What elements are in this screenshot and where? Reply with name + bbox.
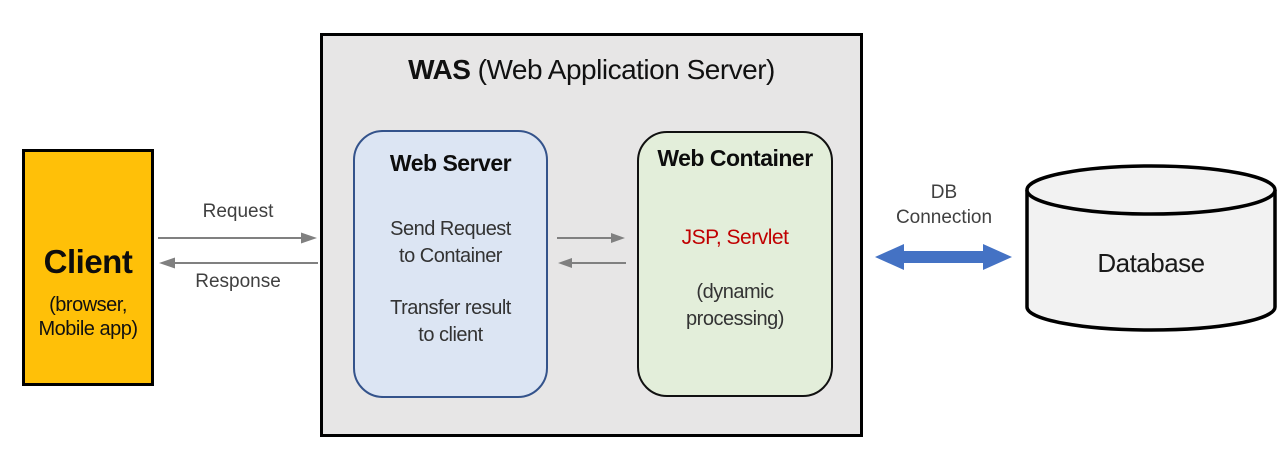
request-label: Request: [202, 201, 274, 222]
database-cylinder-icon: [1025, 164, 1277, 332]
web-server-title: Web Server: [389, 150, 512, 176]
client-subtitle: (browser, Mobile app): [38, 294, 138, 340]
client-title: Client: [43, 243, 133, 280]
web-container-title: Web Container: [657, 145, 813, 171]
web-container-note: (dynamic processing): [686, 281, 784, 330]
web-container-node: Web Container JSP, Servlet (dynamic proc…: [637, 131, 833, 397]
response-arrow-icon: [159, 257, 318, 269]
forward-arrow-icon: [557, 233, 625, 243]
jsp-servlet-label: JSP, Servlet: [681, 226, 789, 249]
web-server-note-2: Transfer result to client: [390, 297, 511, 346]
back-arrow-icon: [558, 258, 626, 268]
database-label: Database: [1097, 248, 1205, 278]
database-node: Database: [1024, 163, 1278, 333]
request-arrow-icon: [158, 232, 317, 244]
client-node: Client (browser, Mobile app): [22, 149, 154, 386]
web-server-node: Web Server Send Request to Container Tra…: [353, 130, 548, 398]
was-title-acronym: WAS: [408, 54, 471, 85]
db-connection-arrow-icon: [875, 244, 1012, 270]
was-title: WAS (Web Application Server): [323, 54, 860, 86]
web-server-note-1: Send Request to Container: [390, 218, 511, 267]
was-title-full: (Web Application Server): [470, 54, 776, 85]
was-node: WAS (Web Application Server) Web Server …: [320, 33, 863, 437]
db-connection-label: DB Connection: [895, 182, 993, 228]
response-label: Response: [195, 271, 281, 292]
